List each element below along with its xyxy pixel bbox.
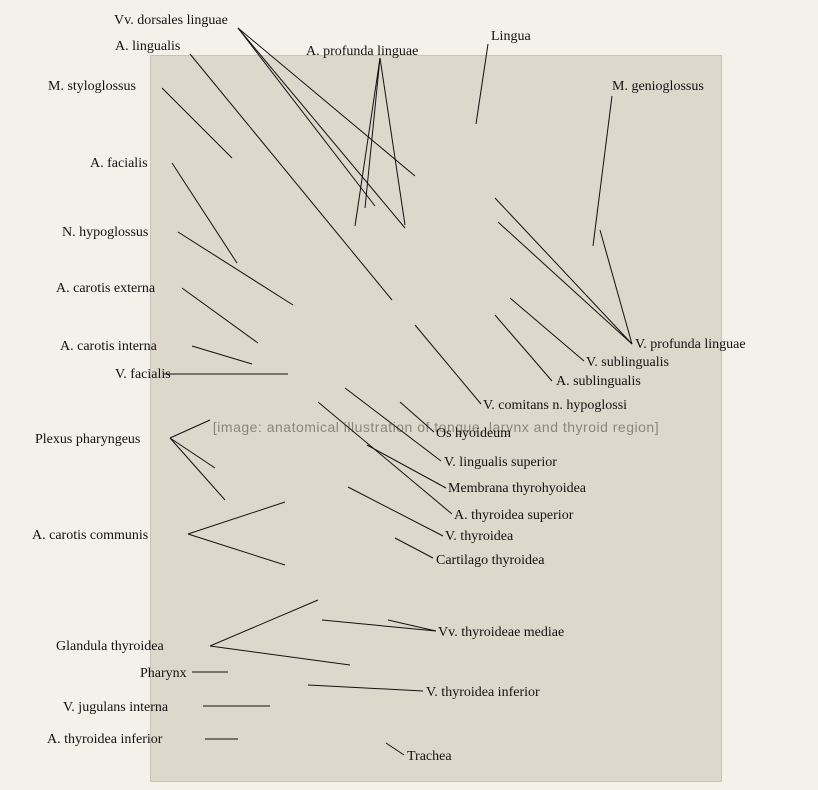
label-v-sublingualis: V. sublingualis [586,355,669,370]
leader-line-34 [209,599,319,647]
label-a-carotis-externa: A. carotis externa [56,281,156,296]
label-n-hypoglossus: N. hypoglossus [62,225,149,240]
leader-line-21 [399,401,435,433]
leader-line-29 [187,533,286,566]
leader-line-2 [237,27,406,229]
leader-line-27 [317,401,453,515]
leader-line-31 [394,537,434,559]
label-vv-thyroideae-mediae: Vv. thyroideae mediae [438,625,565,640]
label-a-lingualis: A. lingualis [115,39,181,54]
label-m-styloglossus: M. styloglossus [48,79,136,94]
leader-line-35 [209,645,351,666]
leader-line-7 [475,43,489,125]
leader-line-23 [169,437,216,469]
leader-line-10 [171,162,238,264]
label-plexus-pharyngeus: Plexus pharyngeus [35,432,141,447]
label-v-jugulans-interna: V. jugulans interna [63,700,169,715]
label-a-facialis: A. facialis [90,156,148,171]
label-v-comitans-n-hypoglossi: V. comitans n. hypoglossi [483,398,628,413]
leader-line-12 [181,287,259,344]
leader-line-37 [307,684,424,692]
label-a-thyroidea-inferior: A. thyroidea inferior [47,732,163,747]
label-v-facialis: V. facialis [115,367,171,382]
leader-line-32 [321,619,437,632]
leader-line-5 [354,57,381,227]
leader-line-17 [509,297,585,362]
leader-line-9 [592,95,613,247]
leader-line-25 [344,387,442,462]
label-lingua: Lingua [491,29,531,44]
leader-line-8 [161,87,233,159]
leader-line-1 [237,27,376,207]
label-a-carotis-interna: A. carotis interna [60,339,157,354]
leader-line-24 [169,437,226,501]
leader-line-28 [187,501,286,535]
leader-line-11 [177,231,294,306]
label-a-carotis-communis: A. carotis communis [32,528,149,543]
label-v-thyroidea: V. thyroidea [445,529,514,544]
leader-line-18 [494,314,553,382]
label-v-thyroidea-inferior: V. thyroidea inferior [426,685,540,700]
leader-line-20 [414,324,482,405]
label-a-sublingualis: A. sublingualis [556,374,641,389]
leader-line-14 [494,197,633,345]
label-vv-dorsales-linguae: Vv. dorsales linguae [114,13,228,28]
leader-line-22 [169,419,211,439]
label-a-profunda-linguae: A. profunda linguae [306,44,419,59]
label-os-hyoideum: Os hyoideum [436,426,512,441]
leader-line-13 [191,345,253,365]
label-m-genioglossus: M. genioglossus [612,79,704,94]
leader-line-15 [497,221,633,345]
illustration-placeholder: [image: anatomical illustration of tongu… [212,418,660,435]
leader-line-0 [237,27,416,177]
leader-line-33 [387,619,437,632]
leader-line-26 [366,444,447,489]
label-a-thyroidea-superior: A. thyroidea superior [454,508,574,523]
anatomy-illustration: [image: anatomical illustration of tongu… [150,55,722,782]
leader-line-30 [347,486,444,537]
leader-line-6 [364,57,381,209]
label-cartilago-thyroidea: Cartilago thyroidea [436,553,545,568]
leader-line-40 [385,742,405,756]
leader-line-16 [599,229,633,345]
label-trachea: Trachea [407,749,452,764]
label-glandula-thyroidea: Glandula thyroidea [56,639,164,654]
label-pharynx: Pharynx [140,666,187,681]
leader-line-4 [379,57,406,226]
label-v-profunda-linguae: V. profunda linguae [635,337,746,352]
label-v-lingualis-superior: V. lingualis superior [444,455,557,470]
leader-line-3 [189,53,393,301]
label-membrana-thyrohyoidea: Membrana thyrohyoidea [448,481,587,496]
